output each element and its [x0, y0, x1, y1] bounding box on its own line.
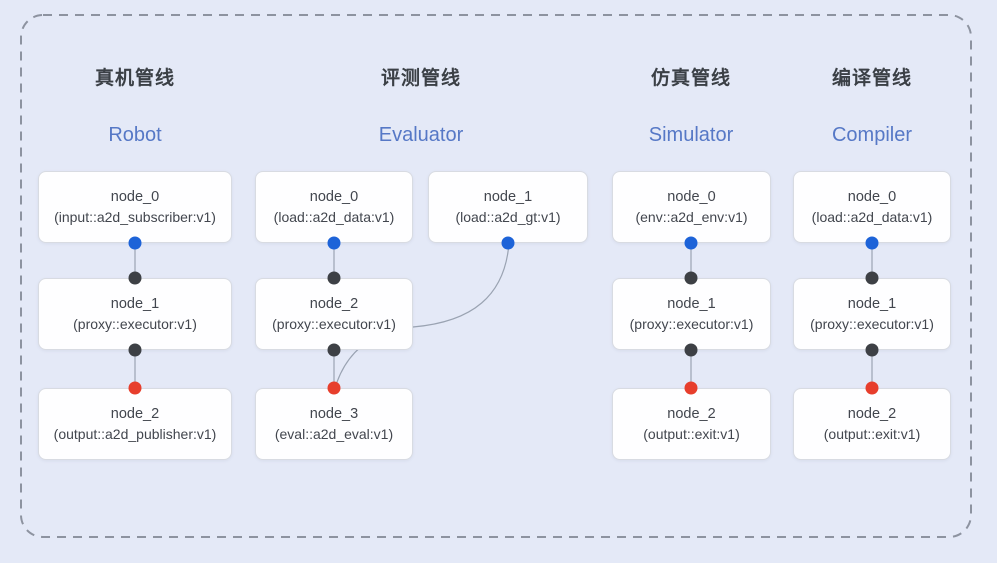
compiler-node-1-box: node_1 (proxy::executor:v1) — [793, 278, 951, 350]
compiler-pipeline-title: 编译管线 — [831, 68, 912, 89]
compiler-pipeline-subtitle: Compiler — [831, 124, 913, 146]
node-detail-label: (eval::a2d_eval:v1) — [274, 426, 394, 442]
compiler-node-0-box: node_0 (load::a2d_data:v1) — [793, 171, 951, 243]
evaluator-gt-curve-connector — [334, 242, 510, 389]
black-port-dot — [865, 343, 879, 357]
node-name-label: node_0 — [110, 189, 160, 205]
node-detail-label: (load::a2d_data:v1) — [811, 209, 933, 225]
simulator-node-1-box: node_1 (proxy::executor:v1) — [612, 278, 771, 350]
blue-port-dot — [501, 236, 515, 250]
node-detail-label: (env::a2d_env:v1) — [635, 209, 748, 225]
node-detail-label: (proxy::executor:v1) — [73, 316, 197, 332]
node-name-label: node_0 — [309, 189, 359, 205]
dashed-frame-border — [20, 14, 972, 538]
node-detail-label: (load::a2d_data:v1) — [273, 209, 395, 225]
simulator-pipeline-subtitle: Simulator — [648, 124, 734, 146]
node-detail-label: (output::exit:v1) — [823, 426, 921, 442]
black-port-dot — [128, 343, 142, 357]
simulator-node-0-box: node_0 (env::a2d_env:v1) — [612, 171, 771, 243]
node-detail-label: (output::a2d_publisher:v1) — [53, 426, 217, 442]
red-port-dot — [327, 381, 341, 395]
node-detail-label: (load::a2d_gt:v1) — [455, 209, 561, 225]
evaluator-pipeline-subtitle: Evaluator — [378, 124, 464, 146]
node-name-label: node_2 — [667, 406, 716, 422]
node-name-label: node_1 — [667, 296, 716, 312]
simulator-node-2-box: node_2 (output::exit:v1) — [612, 388, 771, 460]
node-detail-label: (output::exit:v1) — [643, 426, 740, 442]
node-detail-label: (proxy::executor:v1) — [272, 316, 396, 332]
evaluator-node-1-box: node_1 (load::a2d_gt:v1) — [428, 171, 588, 243]
compiler-node-2-box: node_2 (output::exit:v1) — [793, 388, 951, 460]
evaluator-pipeline-title: 评测管线 — [380, 68, 461, 89]
node-name-label: node_0 — [847, 189, 897, 205]
node-name-label: node_1 — [847, 296, 897, 312]
blue-port-dot — [128, 236, 142, 250]
red-port-dot — [684, 381, 698, 395]
black-port-dot — [128, 271, 142, 285]
node-detail-label: (input::a2d_subscriber:v1) — [54, 209, 216, 225]
node-name-label: node_1 — [483, 189, 533, 205]
black-port-dot — [684, 271, 698, 285]
black-port-dot — [865, 271, 879, 285]
red-port-dot — [865, 381, 879, 395]
node-name-label: node_0 — [667, 189, 716, 205]
node-detail-label: (proxy::executor:v1) — [629, 316, 754, 332]
blue-port-dot — [865, 236, 879, 250]
red-port-dot — [128, 381, 142, 395]
robot-pipeline-title: 真机管线 — [94, 68, 175, 89]
evaluator-node-0-box: node_0 (load::a2d_data:v1) — [255, 171, 413, 243]
node-name-label: node_1 — [110, 296, 160, 312]
robot-node-2-box: node_2 (output::a2d_publisher:v1) — [38, 388, 232, 460]
node-name-label: node_2 — [847, 406, 897, 422]
node-name-label: node_3 — [309, 406, 359, 422]
black-port-dot — [684, 343, 698, 357]
robot-node-1-box: node_1 (proxy::executor:v1) — [38, 278, 232, 350]
evaluator-node-3-box: node_3 (eval::a2d_eval:v1) — [255, 388, 413, 460]
blue-port-dot — [684, 236, 698, 250]
evaluator-node-2-box: node_2 (proxy::executor:v1) — [255, 278, 413, 350]
robot-node-0-box: node_0 (input::a2d_subscriber:v1) — [38, 171, 232, 243]
simulator-pipeline-title: 仿真管线 — [650, 68, 731, 89]
node-detail-label: (proxy::executor:v1) — [810, 316, 934, 332]
node-name-label: node_2 — [110, 406, 160, 422]
node-name-label: node_2 — [309, 296, 359, 312]
robot-pipeline-subtitle: Robot — [108, 124, 162, 146]
black-port-dot — [327, 271, 341, 285]
blue-port-dot — [327, 236, 341, 250]
black-port-dot — [327, 343, 341, 357]
